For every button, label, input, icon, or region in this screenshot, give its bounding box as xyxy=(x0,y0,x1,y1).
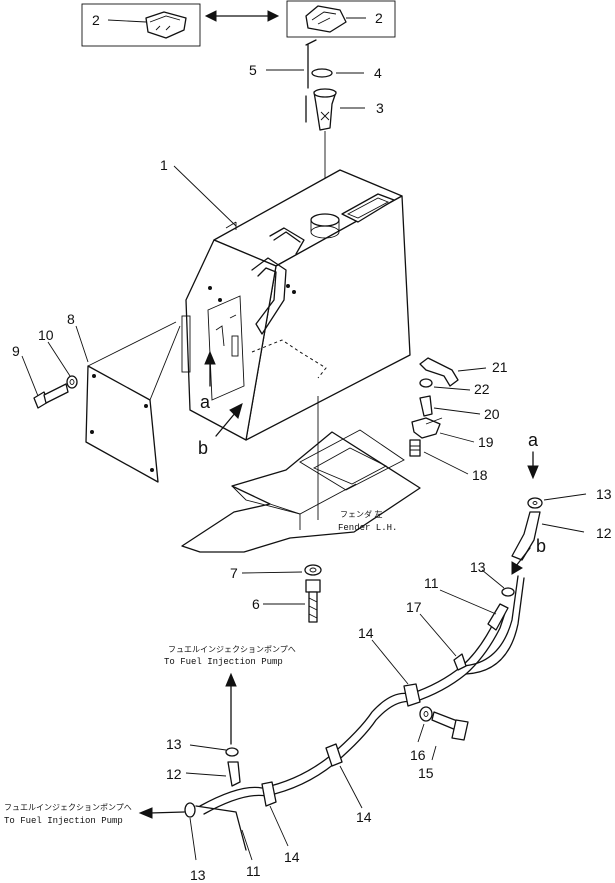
drain-plug-part-18: 18 xyxy=(409,439,488,483)
clamp-part-13-lower-left: 13 xyxy=(184,802,206,883)
hose-part-21: 21 xyxy=(419,357,508,387)
cap-variant-inset-right: 2 xyxy=(286,0,396,38)
fender-lh xyxy=(181,396,421,553)
clip-part-14-lower: 14 xyxy=(261,781,300,865)
callout-12-right: 12 xyxy=(596,525,612,541)
callout-12-left: 12 xyxy=(166,766,182,782)
callout-22: 22 xyxy=(474,381,490,397)
callout-5: 5 xyxy=(249,62,257,78)
clamp-part-13-right: 13 xyxy=(527,486,612,509)
callout-4: 4 xyxy=(374,65,382,81)
washer-part-10: 10 xyxy=(38,327,78,389)
hose-part-11-right: 11 xyxy=(424,575,509,631)
view-marker-a-right: a xyxy=(527,430,539,480)
pump-note-top-en: To Fuel Injection Pump xyxy=(164,657,283,667)
washer-part-7: 7 xyxy=(230,564,322,581)
view-letter-b-tank: b xyxy=(198,438,208,458)
clamp-part-13-mid: 13 xyxy=(470,559,515,597)
ring-part-4: 4 xyxy=(311,65,382,81)
callout-10: 10 xyxy=(38,327,54,343)
hose-part-11-left: 11 xyxy=(195,805,261,879)
view-marker-a-tank: a xyxy=(200,350,216,412)
bolt-part-15: 15 xyxy=(418,711,469,781)
callout-11-right: 11 xyxy=(424,575,439,591)
callout-11-left: 11 xyxy=(246,863,261,879)
hose-part-12-right: 12 xyxy=(511,511,612,561)
interchangeable-arrow xyxy=(204,10,280,22)
callout-14-middle: 14 xyxy=(356,809,372,825)
cover-plate-part-8: 8 xyxy=(67,311,181,483)
hose-part-12-left: 12 xyxy=(166,761,241,787)
view-marker-b-tank: b xyxy=(198,403,243,458)
callout-7: 7 xyxy=(230,565,238,581)
callout-18: 18 xyxy=(472,467,488,483)
view-marker-b-right: b xyxy=(511,536,546,575)
callout-13-upper-left: 13 xyxy=(166,736,182,752)
callout-19: 19 xyxy=(478,434,494,450)
callout-16: 16 xyxy=(410,747,426,763)
callout-17: 17 xyxy=(406,599,422,615)
pump-note-top-jp: フュエルインジェクションポンプへ xyxy=(168,645,296,654)
elbow-part-20: 20 xyxy=(419,395,500,422)
view-letter-b-right: b xyxy=(536,536,546,556)
pump-note-left-jp: フュエルインジェクションポンプへ xyxy=(4,803,132,812)
clip-part-14-upper: 14 xyxy=(358,625,421,707)
wire-part-5: 5 xyxy=(249,39,317,123)
callout-6: 6 xyxy=(252,596,260,612)
view-letter-a-right: a xyxy=(528,430,539,450)
fender-note-en: Fender L.H. xyxy=(338,523,397,533)
washer-part-16: 16 xyxy=(410,706,433,763)
bolt-part-9: 9 xyxy=(12,343,69,409)
callout-8: 8 xyxy=(67,311,75,327)
callout-1: 1 xyxy=(160,157,168,173)
callout-13-lower-left: 13 xyxy=(190,867,206,883)
callout-13-right: 13 xyxy=(596,486,612,502)
cap-variant-inset-left: 2 xyxy=(81,3,201,47)
strainer-part-3: 3 xyxy=(313,88,384,131)
callout-2-left: 2 xyxy=(92,12,100,28)
callout-20: 20 xyxy=(484,406,500,422)
pump-arrow-left xyxy=(138,807,185,819)
callout-15: 15 xyxy=(418,765,434,781)
clamp-part-22: 22 xyxy=(419,378,490,397)
callout-14-upper: 14 xyxy=(358,625,374,641)
fuel-tank-part-1: 1 xyxy=(160,157,411,441)
valve-part-19: 19 xyxy=(411,417,494,450)
callout-13-mid: 13 xyxy=(470,559,486,575)
callout-14-lower: 14 xyxy=(284,849,300,865)
connector-part-17: 17 xyxy=(406,599,467,671)
callout-3: 3 xyxy=(376,100,384,116)
pump-arrow-top xyxy=(225,672,237,745)
clip-part-14-middle: 14 xyxy=(325,743,372,825)
pump-note-left-en: To Fuel Injection Pump xyxy=(4,816,123,826)
fender-note-jp: フェンダ 左 xyxy=(340,509,383,519)
callout-9: 9 xyxy=(12,343,20,359)
view-letter-a-tank: a xyxy=(200,392,211,412)
fuel-line-assembly xyxy=(199,575,525,815)
bolt-part-6: 6 xyxy=(252,579,321,623)
callout-2-right: 2 xyxy=(375,10,383,26)
callout-21: 21 xyxy=(492,359,508,375)
clamp-part-13-upper-left: 13 xyxy=(166,736,239,757)
